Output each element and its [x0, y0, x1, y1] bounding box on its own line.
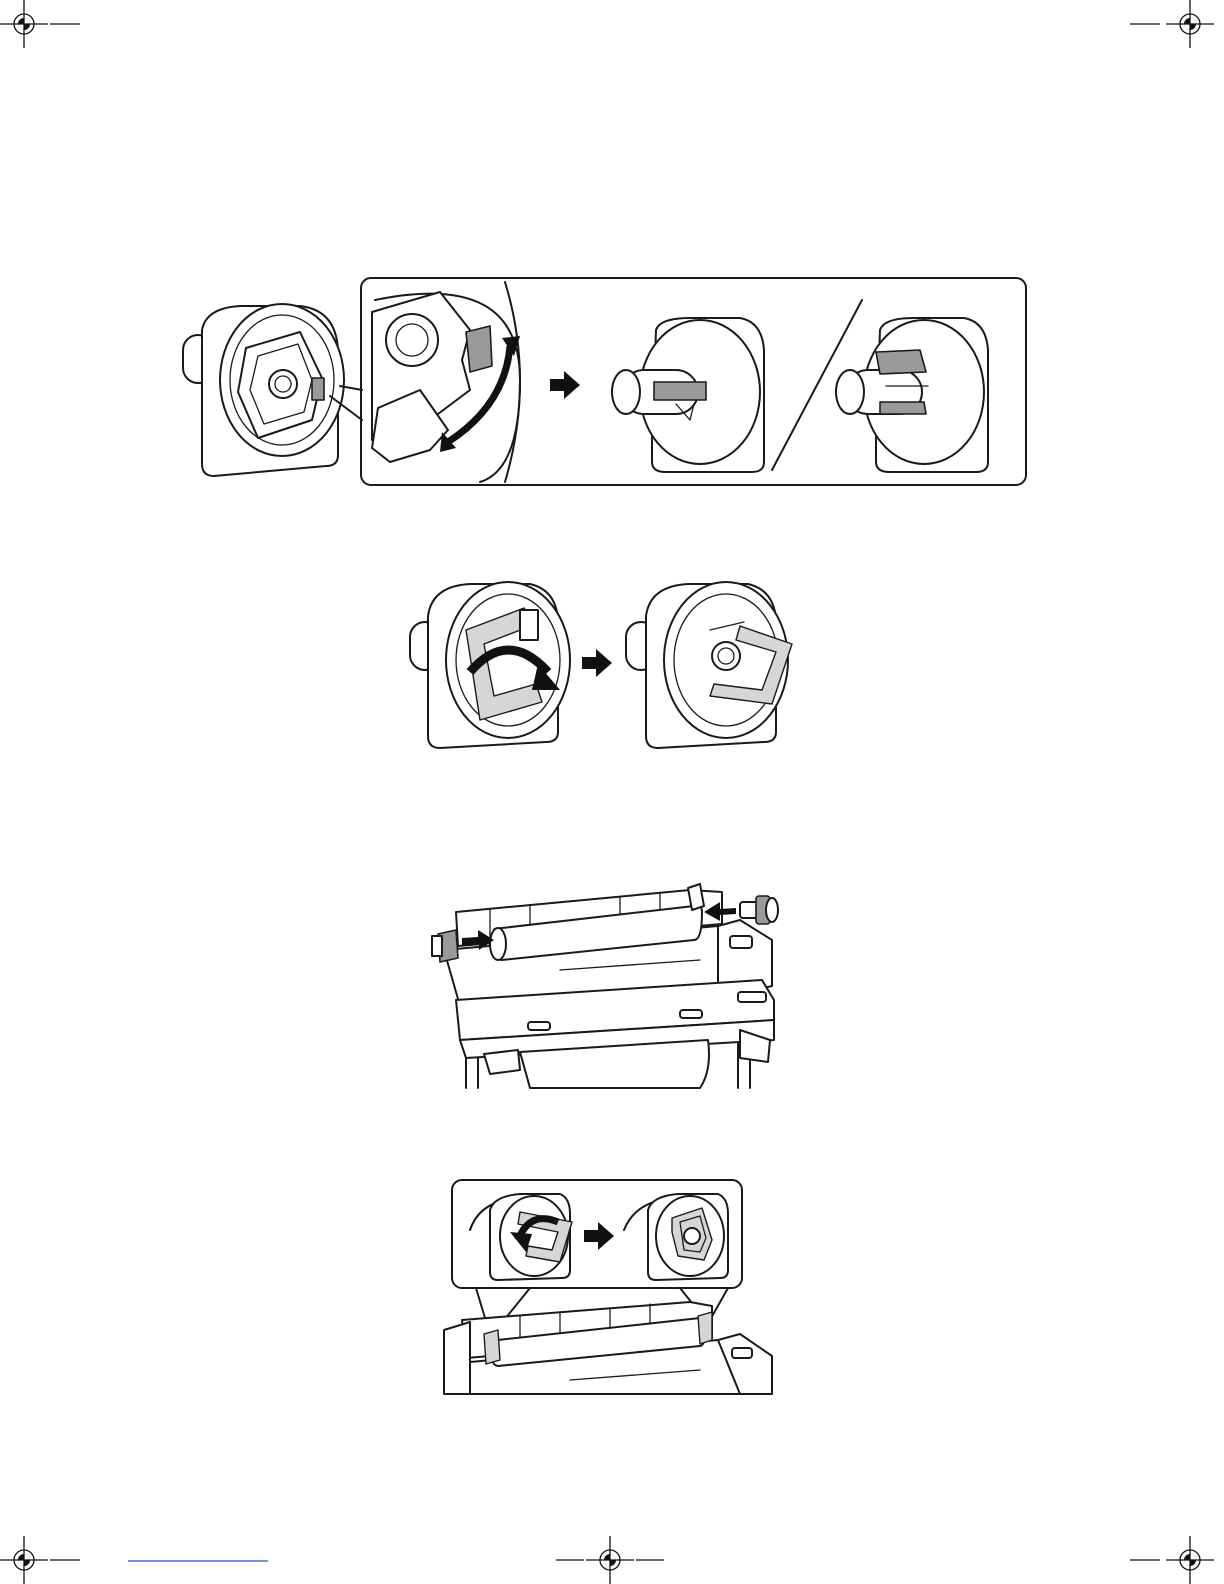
zoom-detail [372, 282, 520, 482]
arrow-right-icon [582, 649, 612, 677]
adapter-state-b [836, 318, 988, 472]
adapter-left [183, 304, 362, 476]
registration-mark-icon [1166, 1536, 1214, 1584]
figure-1-adapter-lever [183, 278, 1026, 485]
arrow-right-icon [550, 371, 580, 399]
adapter-right-loose [740, 896, 778, 924]
figure-4-lock-adapters [444, 1180, 772, 1394]
registration-mark-icon [1166, 0, 1214, 48]
figure-3-printer-roll-insert [432, 884, 778, 1088]
adapter-state-a [612, 318, 764, 472]
adapter-unlocking [410, 582, 570, 748]
adapter-locking [470, 1194, 572, 1280]
arrow-right-icon [584, 1222, 614, 1250]
registration-mark-icon [0, 0, 48, 48]
registration-mark-icon [0, 1536, 48, 1584]
figure-2-lock-release [410, 582, 792, 748]
adapter-unlocked [626, 582, 792, 748]
adapter-locked [624, 1194, 728, 1280]
registration-mark-icon [586, 1536, 634, 1584]
